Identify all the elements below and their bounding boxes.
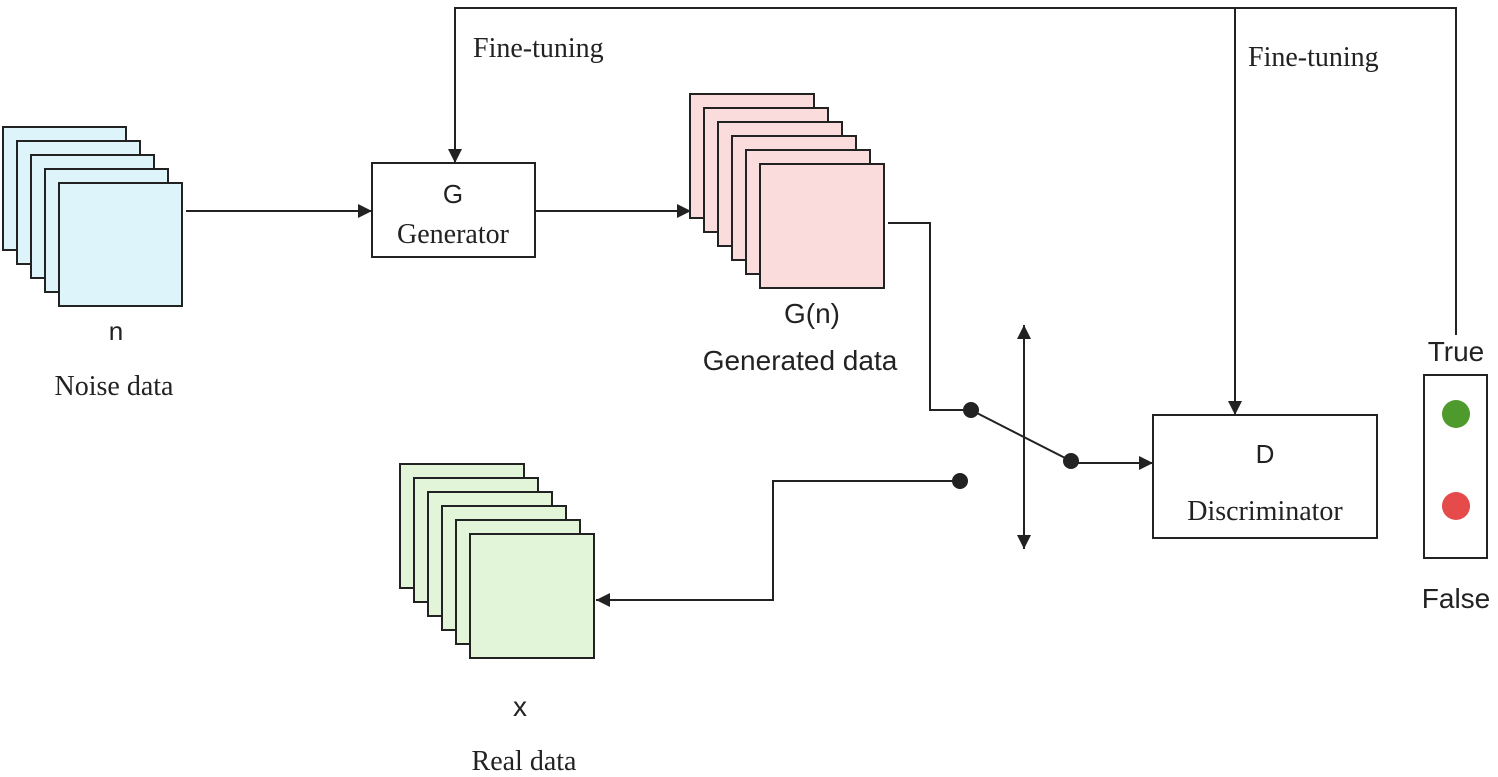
real-data-sheet xyxy=(469,533,595,659)
noise-label: Noise data xyxy=(55,371,175,402)
false-label: False xyxy=(1422,583,1490,614)
generated-label: Generated data xyxy=(703,345,898,376)
noise-data-stack xyxy=(2,126,183,307)
discriminator-box xyxy=(1152,414,1378,539)
data-switch xyxy=(952,325,1079,549)
generator-fine-tuning-label: Fine-tuning xyxy=(473,33,604,64)
discriminator-symbol: D xyxy=(1256,439,1275,469)
generated-data-sheet xyxy=(759,163,885,289)
discriminator-label: Discriminator xyxy=(1187,496,1343,527)
switch-contact-generated xyxy=(963,402,979,418)
noise-data-sheet xyxy=(58,182,183,307)
generator-symbol: G xyxy=(443,179,463,209)
noise-symbol: n xyxy=(109,316,123,346)
generated-symbol: G(n) xyxy=(784,298,840,329)
switch-contact-real xyxy=(952,473,968,489)
true-light xyxy=(1442,400,1470,428)
real-data-stack xyxy=(399,463,595,659)
generated-to-switch-line xyxy=(888,222,971,411)
feedback-to-generator-arrow xyxy=(448,7,1457,335)
switch-lever xyxy=(970,409,1072,462)
real-label: Real data xyxy=(472,746,578,777)
generator-label: Generator xyxy=(397,219,510,250)
switch-to-real-arrow xyxy=(596,480,960,607)
real-symbol: x xyxy=(513,691,527,722)
generated-data-stack xyxy=(689,93,885,289)
true-label: True xyxy=(1428,336,1485,367)
false-light xyxy=(1442,492,1470,520)
discriminator-fine-tuning-label: Fine-tuning xyxy=(1248,42,1379,73)
switch-pivot xyxy=(1063,453,1079,469)
